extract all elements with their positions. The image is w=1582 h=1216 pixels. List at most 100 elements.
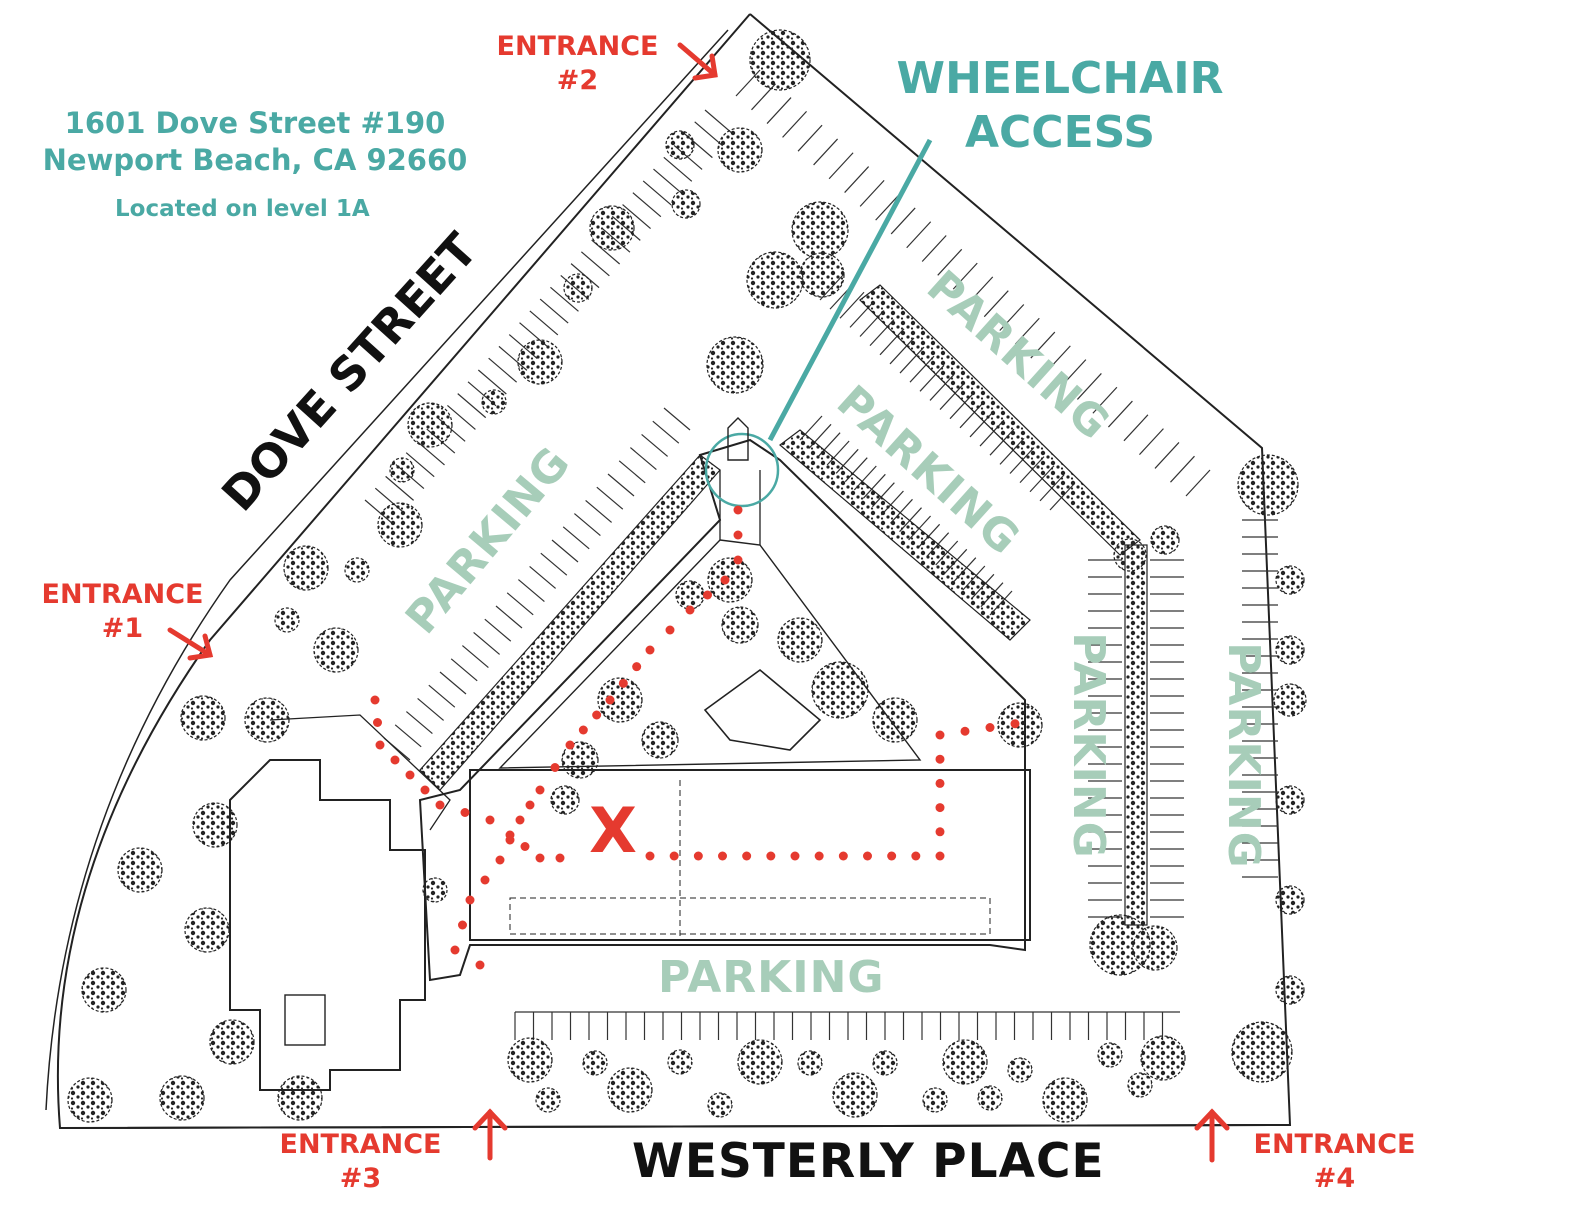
entrance-4-label[interactable]: ENTRANCE #4 bbox=[1242, 1128, 1427, 1196]
tree-icon bbox=[344, 557, 370, 583]
entrance-2-label[interactable]: ENTRANCE #2 bbox=[485, 30, 670, 98]
route-dot bbox=[465, 895, 475, 905]
route-dot bbox=[887, 851, 897, 861]
tree-icon bbox=[313, 627, 359, 673]
destination-marker: X bbox=[589, 794, 637, 867]
parking-stripe bbox=[1185, 469, 1211, 497]
parking-stripe bbox=[875, 193, 901, 221]
route-dot bbox=[535, 785, 545, 795]
tree-icon bbox=[561, 741, 599, 779]
tree-icon bbox=[872, 1050, 898, 1076]
route-dot bbox=[733, 530, 743, 540]
parking-stripe bbox=[596, 486, 624, 510]
address-level: Located on level 1A bbox=[115, 196, 370, 222]
tree-icon bbox=[209, 1019, 255, 1065]
parking-stripe bbox=[652, 420, 680, 444]
courtyard bbox=[498, 539, 922, 769]
route-dot bbox=[790, 851, 800, 861]
entrance-1-label[interactable]: ENTRANCE #1 bbox=[30, 578, 215, 646]
entrance-4-title: ENTRANCE bbox=[1253, 1129, 1416, 1160]
tree-icon bbox=[607, 1067, 653, 1113]
route-dot bbox=[480, 875, 490, 885]
route-dot bbox=[390, 755, 400, 765]
parking-stripe bbox=[906, 221, 932, 249]
parking-stripe bbox=[828, 152, 854, 180]
entrance-3-label[interactable]: ENTRANCE #3 bbox=[268, 1128, 453, 1196]
trees bbox=[67, 29, 1307, 1123]
wheelchair-pointer-line bbox=[767, 138, 933, 442]
address-block: 1601 Dove Street #190 Newport Beach, CA … bbox=[20, 105, 490, 179]
tree-icon bbox=[81, 967, 127, 1013]
route-dot bbox=[733, 505, 743, 515]
entrance-1-arrow-icon bbox=[167, 627, 214, 661]
wheelchair-access-label: WHEELCHAIR ACCESS bbox=[890, 52, 1230, 160]
tree-icon bbox=[407, 402, 453, 448]
parking-stripe bbox=[385, 475, 414, 501]
parking-stripe bbox=[417, 697, 444, 721]
parking-stripe bbox=[1123, 414, 1149, 442]
route-dot bbox=[718, 851, 727, 861]
tree-icon bbox=[180, 695, 226, 741]
parking-stripes-east bbox=[1088, 519, 1278, 918]
route-dot bbox=[520, 842, 530, 851]
route-dot bbox=[373, 718, 382, 727]
parking-stripe bbox=[694, 121, 724, 147]
building-inner bbox=[509, 897, 991, 935]
tree-icon bbox=[1113, 538, 1147, 572]
parking-stripe bbox=[839, 291, 865, 319]
tree-icon bbox=[675, 580, 705, 610]
tree-icon bbox=[377, 502, 423, 548]
route-dot bbox=[669, 851, 679, 861]
tree-icon bbox=[977, 1085, 1003, 1111]
parking-stripe bbox=[473, 631, 500, 655]
tree-icon bbox=[563, 273, 593, 303]
tree-icon bbox=[1127, 1072, 1153, 1098]
route-dot bbox=[766, 851, 776, 861]
route-dot bbox=[685, 605, 695, 615]
tree-icon bbox=[706, 336, 764, 394]
planter-median-outer-ne bbox=[859, 284, 1141, 556]
tree-icon bbox=[797, 1050, 823, 1076]
planter-median-east bbox=[1124, 544, 1148, 926]
tree-icon bbox=[665, 130, 695, 160]
route-dot bbox=[592, 710, 602, 720]
parking-stripe bbox=[663, 156, 693, 182]
parking-stripe bbox=[394, 724, 422, 748]
route-dot bbox=[405, 770, 415, 780]
route-dot bbox=[618, 678, 628, 688]
route-dot bbox=[935, 730, 945, 740]
parking-stripe bbox=[653, 168, 682, 194]
parking-stripe bbox=[1030, 331, 1056, 359]
route-dot bbox=[733, 555, 743, 565]
route-dot bbox=[525, 800, 535, 810]
tree-icon bbox=[1042, 1077, 1088, 1123]
parking-stripe bbox=[983, 290, 1009, 318]
parking-stripe bbox=[641, 433, 668, 457]
wheelchair-access-circle[interactable] bbox=[704, 432, 780, 508]
entrance-4-arrow-icon bbox=[1194, 1108, 1230, 1163]
tree-icon bbox=[597, 677, 643, 723]
route-dot bbox=[863, 851, 872, 861]
parking-stripe bbox=[428, 684, 456, 708]
route-dot bbox=[555, 853, 565, 863]
tree-icon bbox=[192, 802, 238, 848]
tree-icon bbox=[481, 389, 507, 415]
route-dot bbox=[605, 695, 615, 705]
tree-icon bbox=[799, 252, 845, 298]
parking-stripe bbox=[1154, 442, 1180, 469]
parking-stripe bbox=[782, 110, 807, 138]
route-dot bbox=[458, 920, 467, 930]
tree-icon bbox=[1007, 1057, 1033, 1083]
entrance-3-title: ENTRANCE bbox=[279, 1129, 442, 1160]
route-dot bbox=[1010, 719, 1020, 729]
parking-label-east-inner: PARKING bbox=[1062, 632, 1114, 859]
west-building bbox=[229, 759, 426, 1091]
route-dot bbox=[720, 575, 730, 585]
tree-icon bbox=[922, 1087, 948, 1113]
parking-stripe bbox=[518, 579, 545, 603]
route-dot bbox=[814, 851, 824, 861]
westerly-curb bbox=[59, 1124, 1291, 1129]
parking-stripe bbox=[952, 262, 978, 290]
lot-boundary bbox=[56, 13, 1292, 1130]
